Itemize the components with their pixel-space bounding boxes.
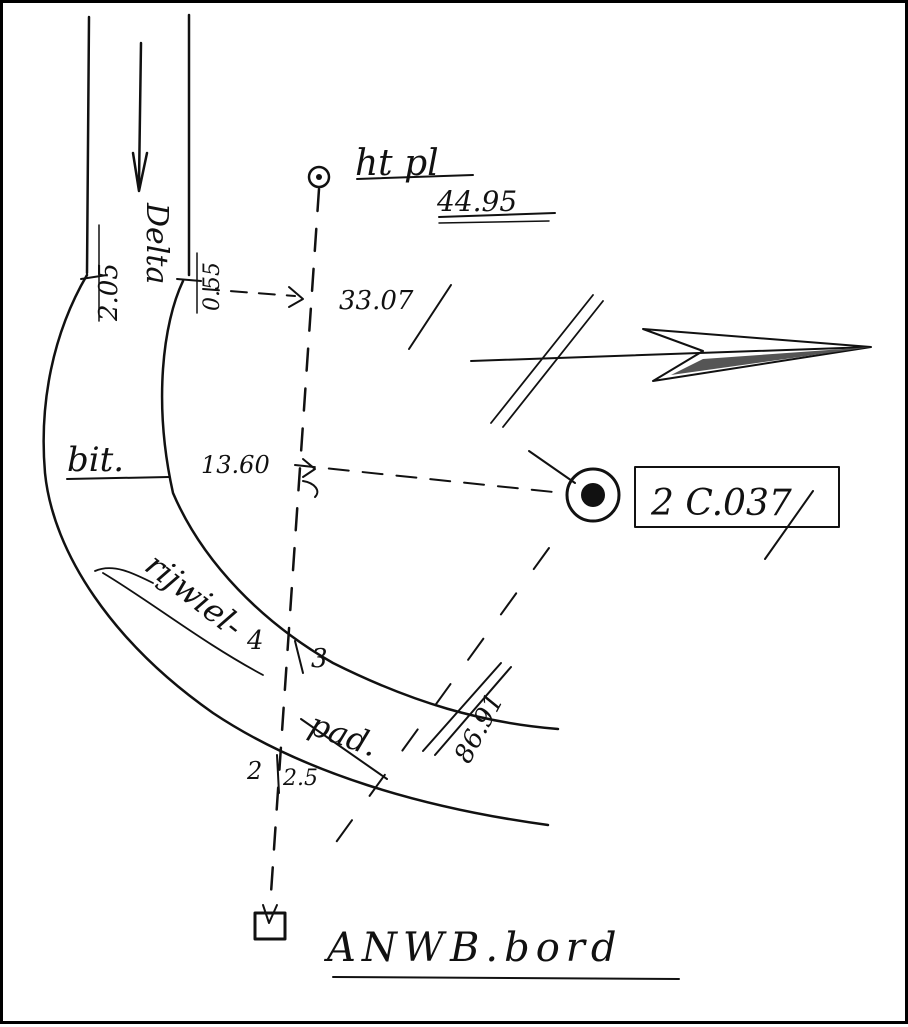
cycle-path-label: rijwiel- [138,545,250,645]
underline-hydrant-plate [356,174,474,180]
slash-c [422,662,502,752]
north-arrow [470,328,872,382]
width-inner-label: 4 [246,626,264,656]
hydrant-plate-marker [307,165,331,189]
street-name-label: Delta [139,202,174,284]
distance-middle-label: 13.60 [201,451,270,479]
width-bottom-b-label: 2.5 [282,766,318,791]
underline-hydrant-value [438,212,556,218]
width-bottom-a-label: 2 [246,757,262,785]
road-left-edge-top [85,15,91,275]
survey-point-leader [528,450,576,484]
street-direction-arrow [131,41,149,193]
anwb-sign-marker [253,911,287,941]
right-width-label: 0.55 [200,262,225,311]
survey-point-center [581,483,605,507]
zone-bit-label: bit. [67,440,124,480]
point-code-box [634,466,840,528]
stroke-distance-top [408,284,452,350]
cycle-path-label-2: pad. [304,705,383,765]
underline-sign [332,976,680,980]
underline-hydrant-value-2 [438,220,550,224]
underline-bit [66,476,170,480]
sign-label: ANWB.bord [323,925,623,971]
point-code-stroke [764,490,814,560]
offset-line-middle [294,464,564,494]
left-width-label: 2.05 [94,263,124,322]
underline-pad [300,718,388,780]
slash-b [502,300,604,428]
point-code-label: 2 C.037 [650,483,792,524]
distance-top-label: 33.07 [339,286,414,316]
hydrant-plate-label: ht pl [355,143,439,184]
tick-width-bottom [276,754,280,794]
survey-point-marker [565,467,621,523]
road-outer-edge [42,273,550,827]
measurement-line-diagonal [320,547,550,864]
offset-line-top [202,288,296,297]
slash-a [490,294,594,424]
north-arrow-fill [671,347,871,375]
cycle-path-hook [94,567,154,584]
slash-d [434,666,512,756]
angle-mark-middle [302,458,319,498]
angle-mark-top [288,286,304,308]
road-inner-edge [160,279,560,731]
tick-width-inner [294,640,304,674]
cycle-path-divider [102,572,264,676]
hydrant-plate-dot [316,174,322,180]
separator-left [80,274,108,280]
anwb-sign-arrow [262,904,278,924]
sketch-drawing: ht pl 44.95 33.07 13.60 bit. 2 C.037 ANW… [42,13,872,980]
hydrant-plate-value: 44.95 [436,185,517,218]
width-inner-frac-label: 3 [311,644,328,674]
